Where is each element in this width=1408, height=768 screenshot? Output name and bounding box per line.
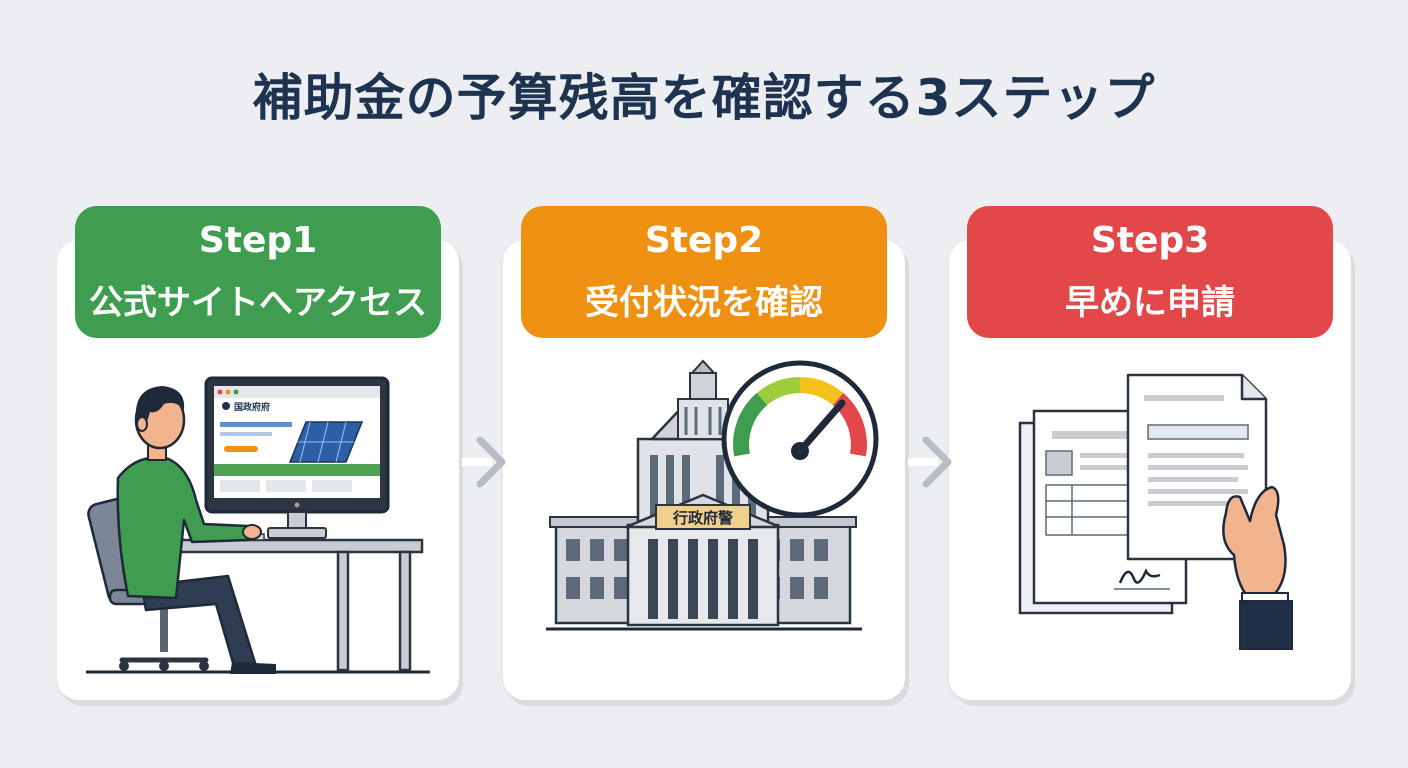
page-title: 補助金の予算残高を確認する3ステップ xyxy=(252,69,1156,127)
step3-header: Step3 早めに申請 xyxy=(967,206,1333,338)
step3-number: Step3 xyxy=(1090,220,1210,261)
person-at-computer-illustration: 国政府府 xyxy=(86,376,430,674)
step2-label: 受付状況を確認 xyxy=(585,283,823,323)
step1-header: Step1 公式サイトへアクセス xyxy=(75,206,441,338)
step3-label: 早めに申請 xyxy=(1065,283,1235,323)
building-sign-text: 行政府警 xyxy=(672,509,733,527)
step1-label: 公式サイトへアクセス xyxy=(88,283,428,323)
documents-in-hand-illustration xyxy=(1018,373,1293,650)
step2-number: Step2 xyxy=(644,220,764,261)
step2-header: Step2 受付状況を確認 xyxy=(521,206,887,338)
site-logo-text: 国政府府 xyxy=(234,401,270,413)
government-building-gauge-illustration: 行政府警 xyxy=(546,359,879,631)
step1-number: Step1 xyxy=(198,220,318,261)
chevron-right-icon xyxy=(908,436,952,488)
chevron-right-icon xyxy=(462,436,506,488)
